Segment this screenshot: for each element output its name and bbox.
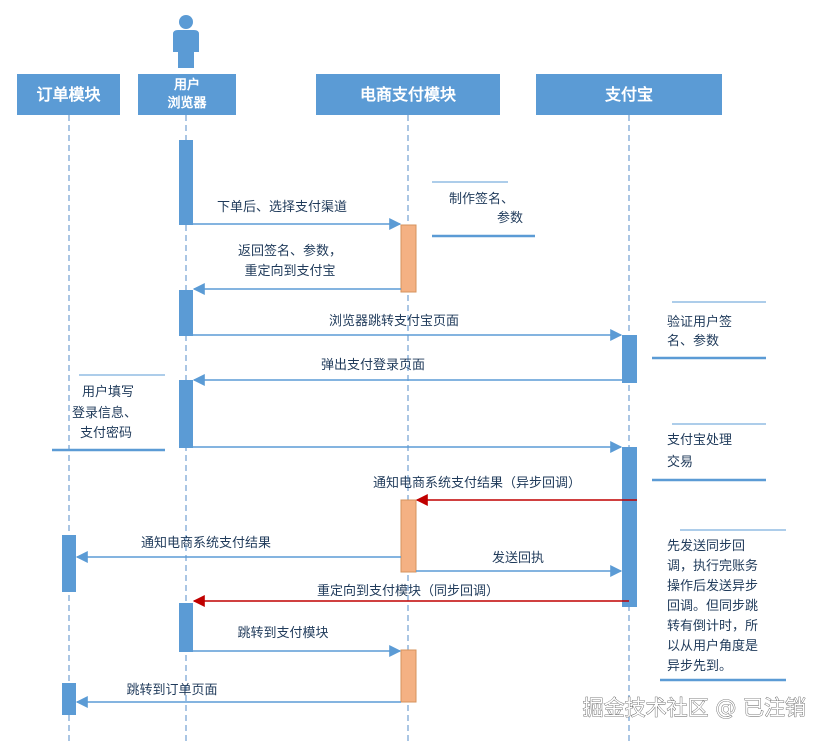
header-label-alipay: 支付宝 — [604, 85, 653, 104]
message-label-m8: 发送回执 — [492, 550, 544, 566]
activation-order-2 — [62, 683, 76, 715]
header-order — [17, 74, 120, 115]
note-text-n5: 异步先到。 — [667, 659, 732, 674]
activation-browser-3 — [179, 380, 193, 448]
user-body-icon — [173, 30, 199, 68]
header-ecommerce — [316, 74, 500, 115]
note-text-n5: 回调。但同步跳 — [667, 599, 758, 614]
header-label-browser-2: 浏览器 — [167, 95, 207, 111]
message-label-m2: 重定向到支付宝 — [244, 263, 335, 279]
message-label-m7: 通知电商系统支付结果 — [141, 535, 271, 551]
activation-order-1 — [62, 535, 76, 592]
header-browser — [138, 74, 236, 115]
header-alipay — [536, 74, 722, 115]
note-text-n5: 操作后发送异步 — [667, 578, 758, 594]
message-label-m11: 跳转到订单页面 — [126, 683, 217, 698]
watermark-sub: CSDN @随意石光 — [712, 720, 810, 735]
note-text-n5: 先发送同步回 — [667, 538, 745, 554]
activation-browser-1 — [179, 140, 193, 225]
note-text-n3: 登录信息、 — [72, 405, 137, 421]
activation-alipay-1 — [622, 335, 637, 383]
note-text-n4: 支付宝处理 — [667, 433, 732, 448]
note-text-n3: 用户填写 — [82, 384, 134, 400]
note-text-n2: 名、参数 — [667, 333, 719, 349]
message-label-m9: 重定向到支付模块（同步回调） — [317, 583, 499, 599]
message-label-m3: 浏览器跳转支付宝页面 — [329, 313, 459, 329]
activation-ecommerce-1 — [400, 224, 417, 293]
activation-browser-4 — [179, 603, 193, 652]
message-label-m4: 弹出支付登录页面 — [321, 358, 425, 373]
user-icon — [179, 15, 193, 29]
activation-alipay-2 — [622, 447, 637, 607]
watermark-main: 掘金技术社区 @ 已注销 — [583, 696, 806, 720]
message-label-m10: 跳转到支付模块 — [237, 626, 328, 641]
header-label-browser-1: 用户 — [173, 77, 200, 93]
note-text-n1: 制作签名、 — [449, 191, 514, 207]
activation-ecommerce-3 — [400, 649, 417, 703]
message-label-m2: 返回签名、参数， — [238, 243, 342, 259]
note-text-n5: 调，执行完账务 — [667, 558, 758, 574]
note-text-n3: 支付密码 — [80, 425, 132, 441]
note-text-n5: 以从用户角度是 — [667, 638, 758, 654]
note-text-n5: 转有倒计时，所 — [667, 619, 758, 634]
header-label-ecommerce: 电商支付模块 — [360, 85, 457, 104]
message-label-m6: 通知电商系统支付结果（异步回调） — [373, 475, 581, 491]
message-label-m1: 下单后、选择支付渠道 — [217, 200, 347, 215]
note-text-n2: 验证用户签 — [667, 314, 732, 330]
activation-browser-2 — [179, 290, 193, 336]
note-text-n4: 交易 — [667, 454, 693, 470]
activation-ecommerce-2 — [400, 499, 417, 573]
note-text-n1: 参数 — [497, 210, 523, 226]
header-label-order: 订单模块 — [36, 85, 101, 104]
